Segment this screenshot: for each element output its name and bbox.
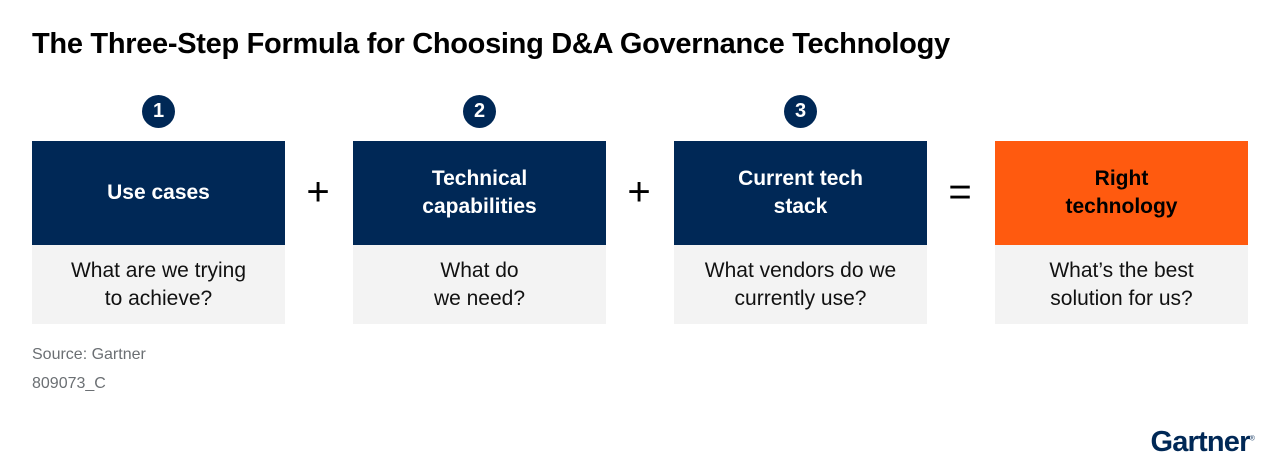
step-number-badge: 3	[784, 95, 817, 128]
step-question-text: What are we trying to achieve?	[70, 258, 247, 310]
figure-id: 809073_C	[32, 375, 106, 392]
logo-text: Gartner	[1150, 426, 1250, 458]
result-heading-text: Right technology	[1065, 167, 1178, 218]
result-heading: Right technology	[995, 141, 1248, 245]
result-question-text: What’s the best solution for us?	[1049, 258, 1194, 310]
plus-operator: +	[306, 170, 330, 214]
step-number-badge: 2	[463, 95, 496, 128]
step-number-badge: 1	[142, 95, 175, 128]
step-question: What are we trying to achieve?	[32, 245, 285, 324]
step-heading: Use cases	[32, 141, 285, 245]
step-heading-text: Current tech stack	[738, 167, 863, 218]
step-heading-text: Technical capabilities	[422, 167, 537, 218]
gartner-logo: Gartner®	[1150, 426, 1254, 458]
step-heading: Technical capabilities	[353, 141, 606, 245]
plus-operator: +	[627, 170, 651, 214]
step-heading: Current tech stack	[674, 141, 927, 245]
result-question: What’s the best solution for us?	[995, 245, 1248, 324]
step-question: What vendors do we currently use?	[674, 245, 927, 324]
step-current-tech-stack: 3 Current tech stack What vendors do we …	[674, 95, 927, 324]
source-note: Source: Gartner	[32, 346, 146, 363]
result-right-technology: Right technology What’s the best solutio…	[995, 95, 1248, 324]
step-technical-capabilities: 2 Technical capabilities What do we need…	[353, 95, 606, 324]
equals-operator: =	[948, 170, 972, 214]
step-question: What do we need?	[353, 245, 606, 324]
step-question-text: What do we need?	[433, 258, 526, 310]
step-use-cases: 1 Use cases What are we trying to achiev…	[32, 95, 285, 324]
step-question-text: What vendors do we currently use?	[704, 258, 897, 310]
page-title: The Three-Step Formula for Choosing D&A …	[32, 28, 950, 60]
